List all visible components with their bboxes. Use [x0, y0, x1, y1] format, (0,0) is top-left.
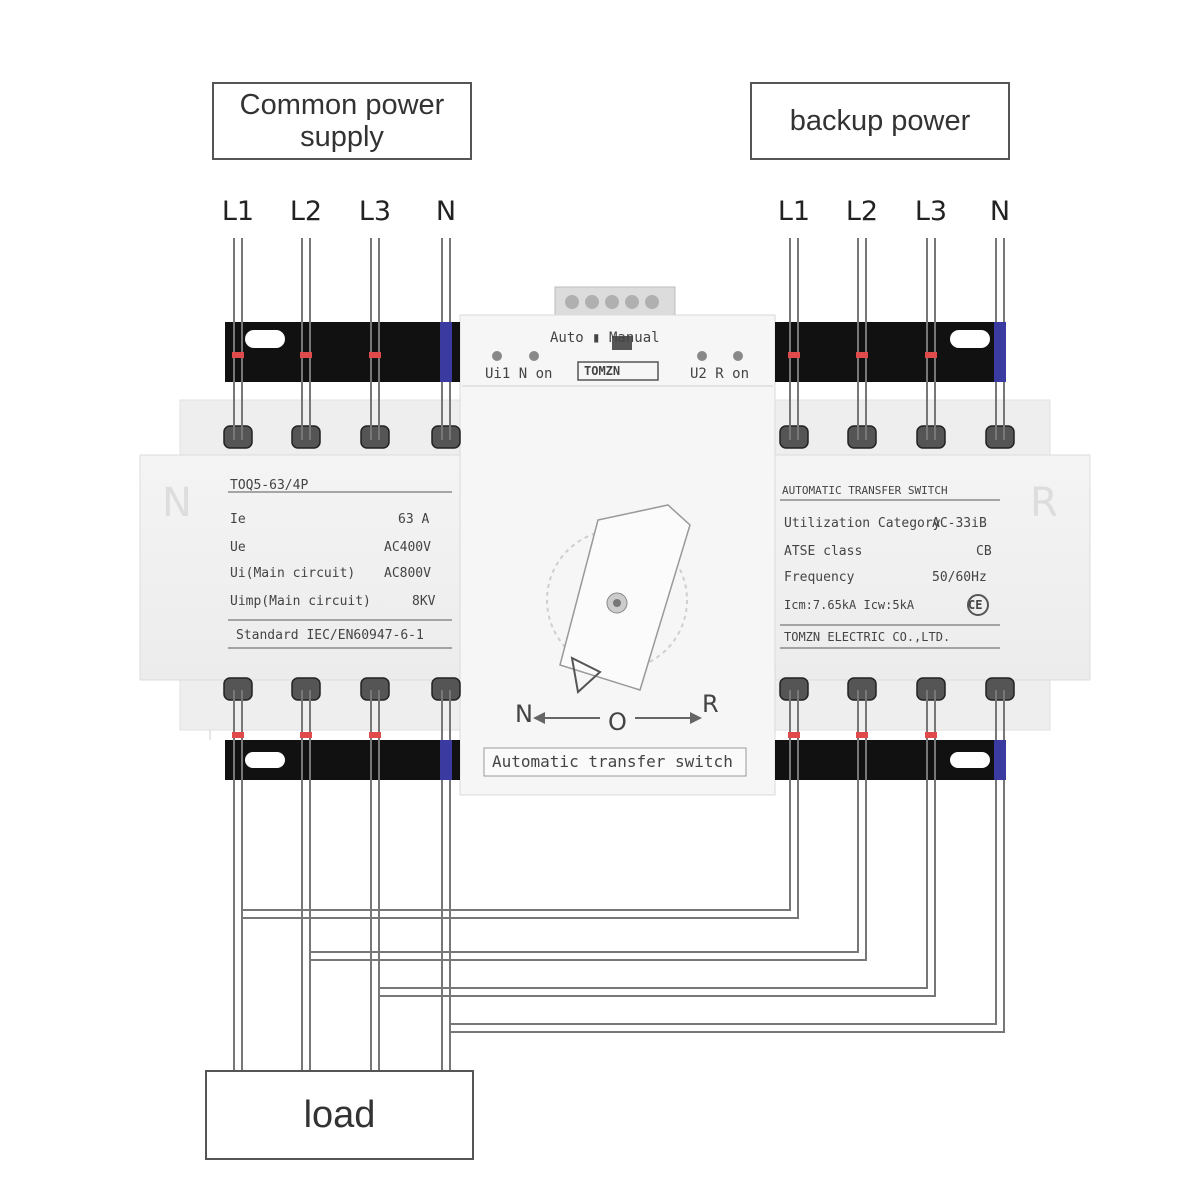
top-left-indicators: Ui1 N on	[485, 366, 553, 382]
phase-markers	[232, 322, 1006, 780]
spec-util-key: Utilization Category	[784, 516, 941, 531]
ats-device	[139, 286, 1091, 796]
manufacturer-text: TOMZN ELECTRIC CO.,LTD.	[784, 630, 951, 644]
left-pole-l2: L2	[289, 196, 323, 227]
dial-label-o: O	[608, 708, 627, 736]
model-number: TOQ5-63/4P	[230, 478, 309, 493]
spec-freq-value: 50/60Hz	[932, 570, 987, 585]
ce-mark-icon	[967, 594, 989, 616]
left-pole-l3: L3	[358, 196, 392, 227]
spec-class-key: ATSE class	[784, 544, 863, 559]
right-pole-l1: L1	[777, 196, 811, 227]
left-pole-n: N	[435, 196, 457, 227]
mode-switch-label: Auto ▮ Manual	[550, 330, 660, 346]
right-title: AUTOMATIC TRANSFER SWITCH	[782, 484, 948, 497]
backup-power-label: backup power	[750, 82, 1010, 160]
spec-uimp-value: 8KV	[412, 594, 436, 609]
load-text: load	[303, 1093, 376, 1136]
spec-class-value: CB	[976, 544, 992, 559]
selector-handle[interactable]	[559, 504, 691, 694]
spec-freq-key: Frequency	[784, 570, 855, 585]
spec-ui-key: Ui(Main circuit)	[230, 566, 356, 581]
spec-uimp-key: Uimp(Main circuit)	[230, 594, 371, 609]
mode-switch[interactable]	[612, 336, 632, 350]
spec-ie-value: 63 A	[398, 512, 430, 527]
terminal-screws	[223, 425, 1015, 701]
standard-text: Standard IEC/EN60947-6-1	[236, 628, 424, 643]
spec-ue-key: Ue	[230, 540, 246, 555]
side-label-n: N	[162, 480, 192, 526]
spec-ie-key: Ie	[230, 512, 246, 527]
common-power-supply-label: Common power supply	[212, 82, 472, 160]
left-pole-l1: L1	[221, 196, 255, 227]
backup-to-load-wires	[242, 690, 1005, 1033]
spec-util-value: AC-33iB	[932, 516, 987, 531]
dial-label-r: R	[702, 690, 719, 718]
spec-icm-key: Icm:7.65kA Icw:5kA	[784, 598, 915, 612]
load-wires	[233, 690, 451, 1070]
right-pole-n: N	[989, 196, 1011, 227]
backup-power-text: backup power	[789, 104, 971, 137]
top-right-indicators: U2 R on	[690, 366, 750, 382]
dial-label-n: N	[515, 700, 533, 728]
bottom-plate	[483, 747, 747, 777]
right-pole-l2: L2	[845, 196, 879, 227]
busbar-strips	[225, 322, 1005, 780]
ce-mark-text: CE	[968, 598, 983, 612]
side-label-r: R	[1030, 480, 1058, 526]
right-module	[769, 454, 1091, 681]
spec-ui-value: AC800V	[384, 566, 431, 581]
wires	[233, 238, 1005, 1070]
top-right-wires	[789, 238, 1005, 440]
spec-ue-value: AC400V	[384, 540, 431, 555]
brand-logo: TOMZN	[584, 364, 621, 378]
right-pole-l3: L3	[914, 196, 948, 227]
direction-arrow-icon	[570, 656, 602, 694]
brand-box	[577, 361, 659, 381]
common-power-text: Common power supply	[239, 89, 445, 153]
load-label: load	[205, 1070, 474, 1160]
bottom-plate-text: Automatic transfer switch	[492, 752, 733, 771]
